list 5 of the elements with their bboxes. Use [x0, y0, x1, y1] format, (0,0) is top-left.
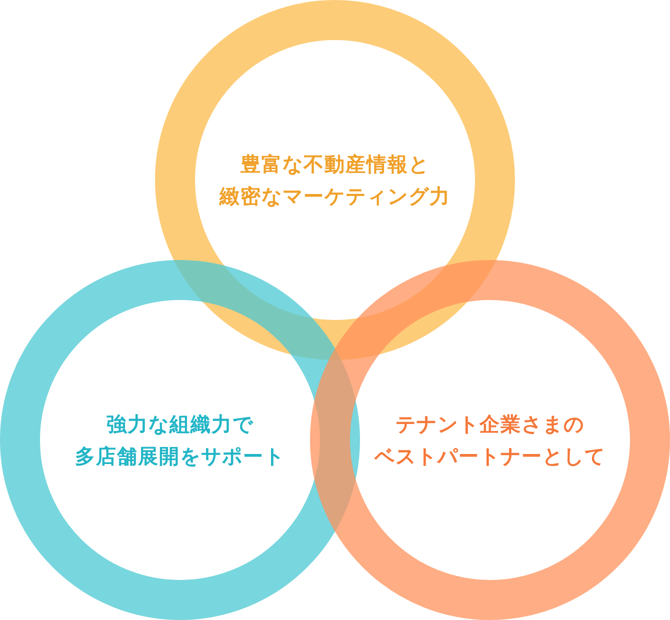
ring: [310, 260, 670, 620]
ring: [0, 260, 360, 620]
ring-text: 強力な組織力で多店舗展開をサポート: [75, 411, 285, 470]
ring-text: テナント企業さまのベストパートナーとして: [374, 411, 606, 470]
ring-text: 豊富な不動産情報と緻密なマーケティング力: [220, 151, 450, 210]
